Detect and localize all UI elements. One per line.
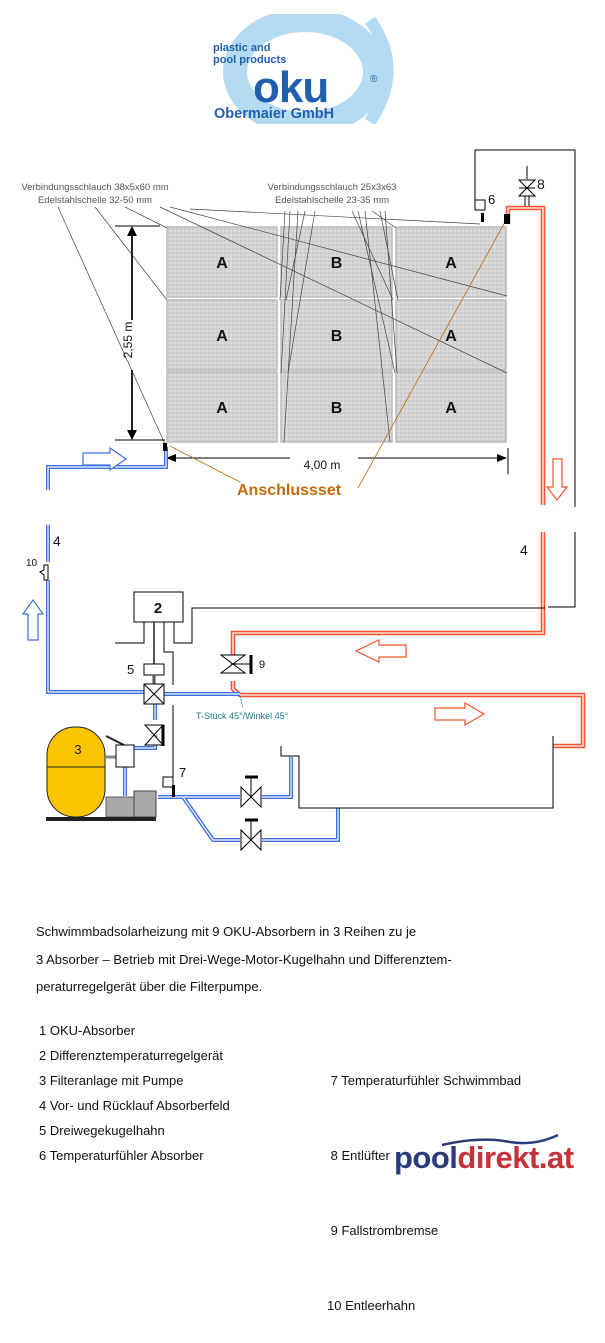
cold-pipe-inner xyxy=(47,447,339,841)
absorber-panel xyxy=(166,299,278,371)
solar-heating-diagram: Verbindungsschlauch 38x5x60 mm Edelstahl… xyxy=(21,149,586,852)
logo-brand: oku xyxy=(253,63,328,112)
flow-arrow-right xyxy=(434,701,486,727)
marker-2: 2 xyxy=(154,600,162,617)
legend-right: 7 Temperaturfühler Schwimmbad 8 Entlüfte… xyxy=(327,1018,521,1343)
legend-item: 3 Filteranlage mit Pumpe xyxy=(39,1073,184,1088)
outlet-connector xyxy=(504,214,510,224)
multiport-valve xyxy=(115,744,135,768)
tank-lever xyxy=(105,735,125,746)
pooldirekt-wave-icon xyxy=(441,1134,559,1147)
air-vent-8 xyxy=(517,166,537,208)
logo-part-direkt: direkt.at xyxy=(457,1140,574,1175)
controller-2: 2 xyxy=(115,591,545,792)
absorber-label: B xyxy=(331,400,343,417)
marker-7: 7 xyxy=(179,765,186,780)
logo-company: Obermaier GmbH xyxy=(214,106,334,122)
absorber-panel xyxy=(166,226,278,298)
absorber-panel xyxy=(166,371,278,443)
logo-tagline-1: plastic and xyxy=(213,42,270,54)
absorber-label: A xyxy=(445,400,457,417)
absorber-panel xyxy=(280,371,393,443)
absorber-field: A B A A B A A B A xyxy=(166,226,507,443)
absorber-label: B xyxy=(331,328,343,345)
absorber-panel xyxy=(280,226,393,298)
hose-leader-lines xyxy=(57,206,508,445)
shutoff-valve-lower xyxy=(240,818,262,852)
anschluss-leader-right xyxy=(357,221,506,489)
shutoff-valve-upper xyxy=(240,775,262,809)
absorber-label: A xyxy=(216,255,228,272)
logo-part-pool: pool xyxy=(394,1140,458,1175)
legend-item: 2 Differenztemperaturregelgerät xyxy=(39,1048,224,1063)
legend-item: 9 Fallstrombremse xyxy=(327,1223,439,1238)
sensor-7-probe xyxy=(172,785,175,797)
logo-arc-shape xyxy=(364,16,394,126)
actuator-5 xyxy=(143,663,165,676)
sensor-7 xyxy=(162,776,174,788)
pooldirekt-logo: pooldirekt.at xyxy=(394,1141,574,1175)
absorber-panel xyxy=(395,226,507,298)
absorber-label: A xyxy=(216,400,228,417)
legend-item: 1 OKU-Absorber xyxy=(39,1023,136,1038)
logo-tagline-2: pool products xyxy=(213,54,286,66)
sensor-wiring-top xyxy=(474,149,576,608)
flow-arrow-left xyxy=(354,639,407,663)
height-dimension: 2,55 m xyxy=(115,225,165,441)
fall-brake-valve-9 xyxy=(219,654,253,674)
marker-3: 3 xyxy=(74,742,81,757)
height-dim-label: 2,55 m xyxy=(121,322,135,359)
drain-valve-10 xyxy=(39,564,49,581)
check-valve xyxy=(143,724,165,746)
marker-6: 6 xyxy=(488,192,495,207)
marker-5: 5 xyxy=(127,662,134,677)
flow-arrow-up-cold xyxy=(21,598,45,641)
logo-registered: ® xyxy=(370,74,378,85)
anschluss-leader-left xyxy=(169,445,241,483)
oku-logo: plastic and pool products oku ® Obermaie… xyxy=(200,8,420,136)
marker-4-right: 4 xyxy=(520,542,528,558)
absorber-label: A xyxy=(216,328,228,345)
absorber-panel xyxy=(395,371,507,443)
three-way-valve xyxy=(143,683,165,705)
legend-left: 1 OKU-Absorber 2 Differenztemperaturrege… xyxy=(39,1018,230,1168)
absorber-panel xyxy=(395,299,507,371)
hose-label-right-1: Verbindungsschlauch 25x3x63 xyxy=(268,182,397,193)
legend-item: 7 Temperaturfühler Schwimmbad xyxy=(327,1073,522,1088)
hose-label-left-2: Edelstahlschelle 32-50 mm xyxy=(38,195,152,206)
caption-line: 3 Absorber – Betrieb mit Drei-Wege-Motor… xyxy=(36,951,452,967)
hose-label-right-2: Edelstahlschelle 23-35 mm xyxy=(275,195,389,206)
hose-label-left-1: Verbindungsschlauch 38x5x60 mm xyxy=(21,182,168,193)
base-plate xyxy=(46,817,156,821)
sensor-6-probe xyxy=(481,213,484,222)
marker-9: 9 xyxy=(259,659,265,671)
anschlussset-label: Anschlussset xyxy=(237,482,342,499)
caption-line: peraturregelgerät über die Filterpumpe. xyxy=(36,979,263,994)
legend-item: 8 Entlüfter xyxy=(327,1148,390,1163)
width-dimension: 4,00 m xyxy=(166,448,509,474)
filter-tank-3: 3 xyxy=(46,726,106,818)
marker-8: 8 xyxy=(537,176,545,192)
width-dim-label: 4,00 m xyxy=(304,458,341,472)
marker-4-left: 4 xyxy=(53,533,61,549)
legend-item: 5 Dreiwegekugelhahn xyxy=(39,1123,165,1138)
pool-outline xyxy=(280,736,554,809)
caption-line: Schwimmbadsolarheizung mit 9 OKU-Absorbe… xyxy=(36,924,417,939)
absorber-label: B xyxy=(331,255,343,272)
inlet-connector xyxy=(163,443,167,451)
flow-arrow-down xyxy=(545,458,569,501)
tee-leader xyxy=(239,695,244,709)
absorber-label: A xyxy=(445,255,457,272)
tee-label: T-Stück 45°/Winkel 45° xyxy=(196,711,289,721)
marker-10: 10 xyxy=(26,558,38,569)
flow-arrow-right-cold xyxy=(82,446,128,472)
legend-item: 6 Temperaturfühler Absorber xyxy=(39,1148,204,1163)
legend-item: 10 Entleerhahn xyxy=(327,1298,416,1313)
pump-motor xyxy=(133,790,157,818)
absorber-label: A xyxy=(445,328,457,345)
legend-item: 4 Vor- und Rücklauf Absorberfeld xyxy=(39,1098,230,1113)
absorber-panel xyxy=(280,299,393,371)
caption: Schwimmbadsolarheizung mit 9 OKU-Absorbe… xyxy=(36,918,506,1001)
